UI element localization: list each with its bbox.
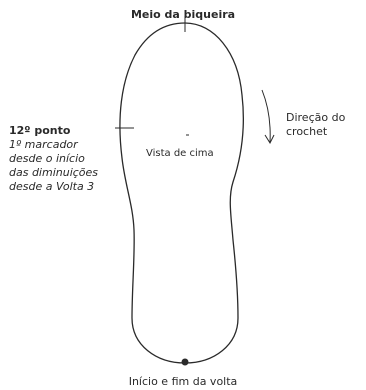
start-end-label: Início e fim da volta bbox=[128, 375, 238, 388]
direction-arrow bbox=[261, 89, 275, 145]
point-12-note: 1º marcador desde o início das diminuiçõ… bbox=[9, 138, 99, 193]
insole-outline bbox=[119, 22, 245, 364]
point-12-title: 12º ponto bbox=[9, 124, 71, 137]
direction-label: Direção do crochet bbox=[286, 111, 346, 138]
view-label: Vista de cima bbox=[146, 148, 214, 159]
start-end-dot bbox=[181, 358, 189, 366]
toe-middle-label: Meio da biqueira bbox=[130, 8, 236, 21]
